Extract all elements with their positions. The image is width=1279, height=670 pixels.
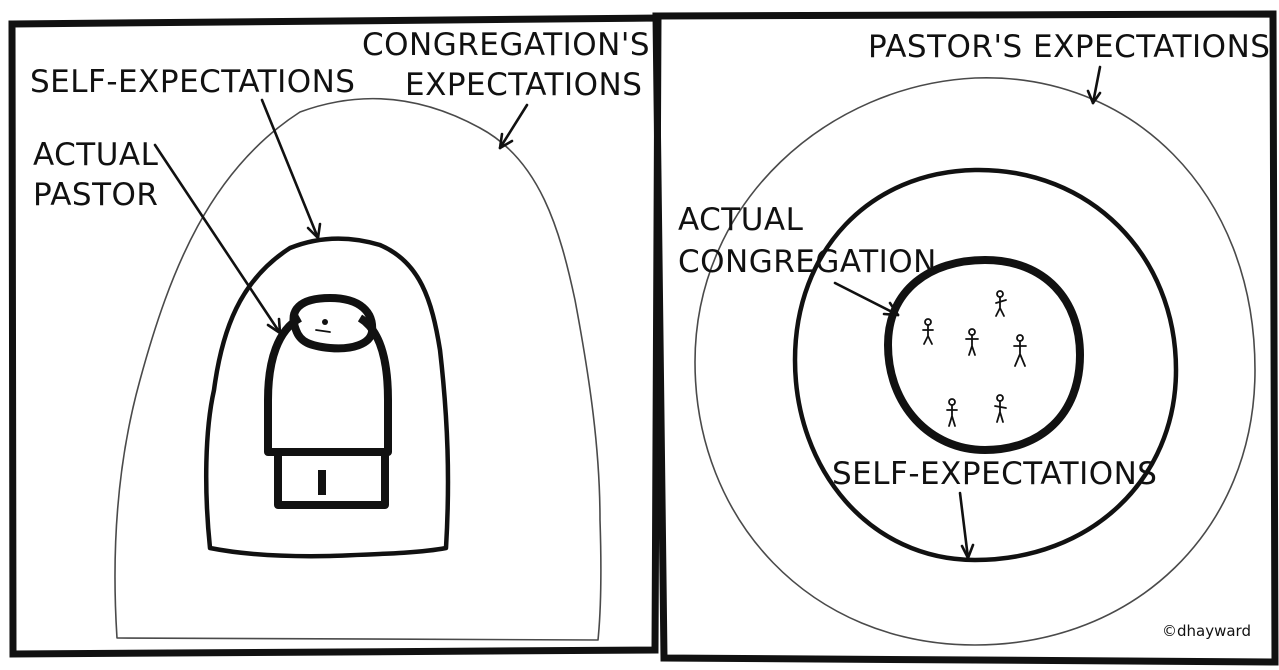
label-self-expectations-right: SELF-EXPECTATIONS <box>832 456 1157 492</box>
stick-figure-icon <box>965 328 979 356</box>
pastor-eye <box>322 319 328 325</box>
congregation-expectations-shape <box>114 97 602 641</box>
pastor-head <box>289 294 377 353</box>
label-pastor: PASTOR <box>33 177 158 213</box>
label-actual-congregation-2: CONGREGATION <box>678 244 937 280</box>
stick-figure-icon <box>946 398 958 427</box>
label-pastors-expectations: PASTOR'S EXPECTATIONS <box>868 29 1270 65</box>
pastor-figure-icon <box>264 294 392 509</box>
arrow-actual-pastor <box>153 143 282 335</box>
stick-figure-icon <box>1013 334 1027 367</box>
self-expectations-shape-left <box>203 236 451 559</box>
right-panel-frame <box>652 10 1279 666</box>
stick-figure-icon <box>994 394 1007 423</box>
label-expectations: EXPECTATIONS <box>405 67 642 103</box>
label-actual-congregation-1: ACTUAL <box>678 202 804 238</box>
label-actual: ACTUAL <box>33 137 159 173</box>
arrow-self-expectations-right <box>958 491 975 560</box>
pastor-body <box>264 314 392 456</box>
self-expectations-shape-right <box>792 167 1179 563</box>
stick-figure-icon <box>995 290 1007 317</box>
actual-congregation-shape <box>884 256 1084 454</box>
label-congregations: CONGREGATION'S <box>362 27 650 63</box>
left-panel-frame <box>8 14 662 658</box>
label-self-expectations-left: SELF-EXPECTATIONS <box>30 64 355 100</box>
pastors-expectations-shape <box>694 77 1256 646</box>
left-panel: CONGREGATION'S EXPECTATIONS SELF-EXPECTA… <box>8 14 662 658</box>
right-panel: PASTOR'S EXPECTATIONS ACTUAL CONGREGATIO… <box>652 10 1279 666</box>
pastor-legs <box>274 452 389 509</box>
arrow-self-expectations-left <box>260 98 322 240</box>
arrow-pastors-expectations <box>1086 65 1102 105</box>
arrow-congregation-expectations <box>498 103 529 150</box>
pastor-mouth <box>315 329 331 333</box>
arrow-actual-congregation <box>833 281 900 317</box>
stick-figure-icon <box>922 318 934 345</box>
signature: ©dhayward <box>1162 622 1251 640</box>
